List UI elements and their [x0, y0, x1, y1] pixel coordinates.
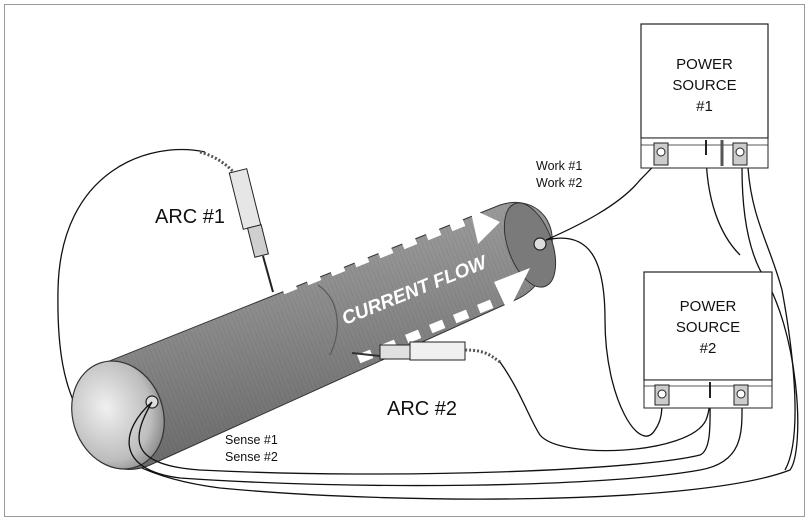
- sense-cable-2: [138, 394, 711, 475]
- work-label-1: Work #1: [536, 159, 583, 173]
- torch-2: [351, 341, 501, 364]
- power-source-1-line1: POWER: [676, 56, 733, 73]
- power-source-1-line2: SOURCE: [672, 77, 737, 94]
- sense-label: Sense #1 Sense #2: [225, 432, 278, 466]
- work-cable-ps2: [545, 237, 663, 437]
- power-source-2-line2: SOURCE: [675, 319, 741, 336]
- pipe-opening: [71, 360, 165, 470]
- ps1-cable-right: [747, 167, 796, 471]
- sense-label-1: Sense #1: [225, 433, 278, 447]
- sense-label-2: Sense #2: [225, 450, 278, 464]
- power-source-2-label: POWER SOURCE #2: [655, 296, 761, 359]
- power-source-2-line1: POWER: [679, 298, 737, 315]
- power-source-2-line3: #2: [699, 340, 717, 357]
- arc1-cable: [57, 148, 799, 500]
- work-label: Work #1 Work #2: [536, 158, 582, 192]
- diagram-frame: [4, 4, 805, 517]
- power-source-1-label: POWER SOURCE #1: [652, 54, 757, 117]
- work-label-2: Work #2: [536, 176, 583, 190]
- arc-2-label: ARC #2: [387, 398, 458, 420]
- arrow-lower: [357, 268, 530, 364]
- power-source-1: [640, 23, 769, 169]
- torch-1: [199, 150, 274, 293]
- arc-1-label: ARC #1: [155, 206, 226, 228]
- power-source-2: [643, 271, 773, 409]
- sense-cable-1: [128, 399, 743, 487]
- power-source-1-line3: #1: [696, 98, 713, 115]
- cables-back: [57, 148, 799, 500]
- arc2-cable: [499, 361, 711, 452]
- pipe-seam: [317, 284, 338, 356]
- cables-front: [128, 149, 743, 487]
- current-flow-arrows: [281, 208, 530, 364]
- arrow-upper: [281, 208, 500, 295]
- pipe: [71, 201, 557, 470]
- work-clamp: [533, 237, 547, 251]
